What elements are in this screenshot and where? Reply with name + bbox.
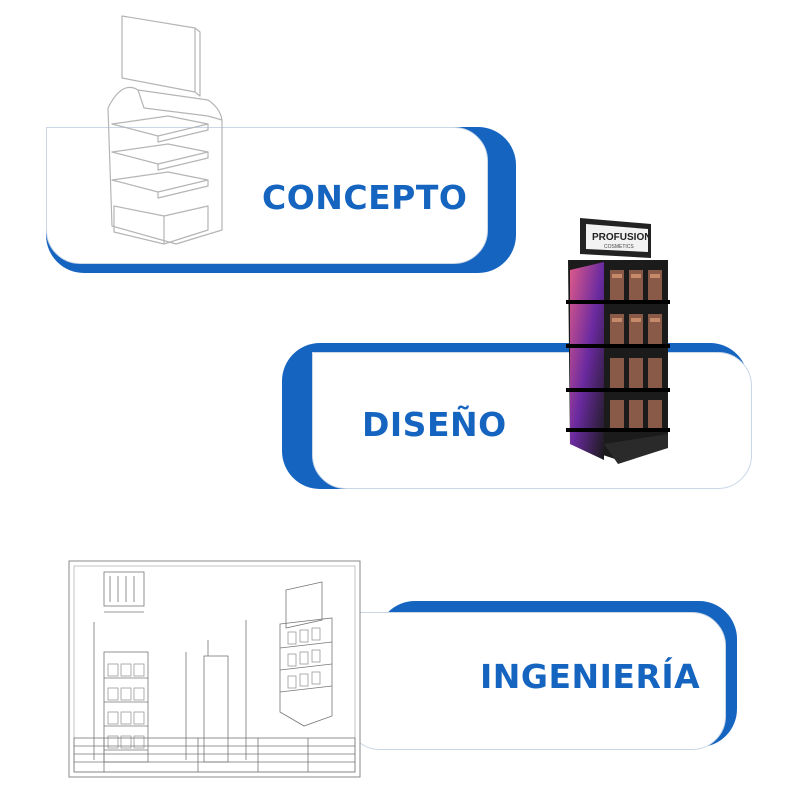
- engineering-card-face: [346, 612, 726, 750]
- design-brand-sub: COSMETICS: [604, 244, 634, 250]
- engineering-blueprint: [68, 560, 361, 778]
- design-brand: PROFUSION: [592, 232, 651, 243]
- design-label: DISEÑO: [362, 405, 507, 444]
- design-card-face: [312, 352, 752, 489]
- concept-sketch: [107, 15, 223, 245]
- engineering-label: INGENIERÍA: [480, 657, 701, 696]
- concept-label: CONCEPTO: [262, 178, 468, 217]
- concept-card-face: [46, 127, 488, 264]
- design-render: PROFUSION COSMETICS: [566, 218, 670, 464]
